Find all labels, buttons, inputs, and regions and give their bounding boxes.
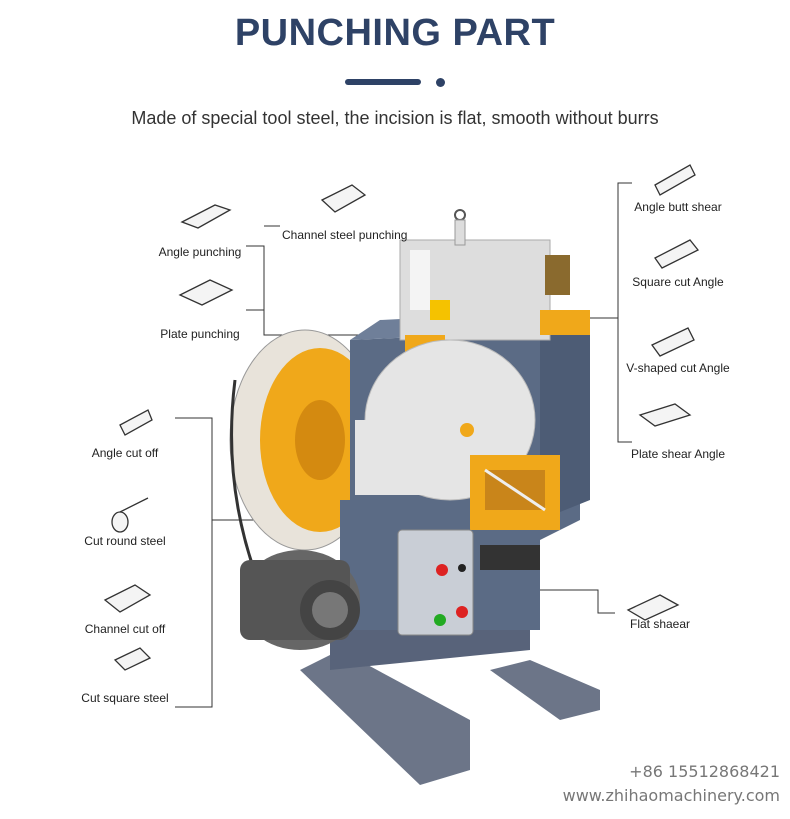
label-cut-square-steel: Cut square steel [81,691,169,705]
shear-blade [470,455,560,570]
label-angle-cut-off: Angle cut off [91,446,159,460]
label-square-cut-angle: Square cut Angle [632,275,724,289]
label-v-shaped-cut-angle: V-shaped cut Angle [626,361,730,375]
page-subtitle: Made of special tool steel, the incision… [131,108,659,128]
motor [240,550,360,650]
label-flat-shear: Flat shaear [629,617,691,631]
label-plate-shear-angle: Plate shear Angle [630,447,726,461]
label-cut-round-steel: Cut round steel [84,534,166,548]
angle-butt-shear-icon [654,164,696,196]
plate-shear-angle-icon [638,403,692,427]
feature-icons [103,164,700,671]
control-box [397,529,474,636]
cut-square-steel-icon [113,647,152,671]
flat-shear-icon [626,594,680,621]
angle-punching-icon [180,204,232,229]
square-cut-angle-icon [654,239,700,269]
channel-cut-off-icon [103,584,152,613]
cut-round-steel-icon [111,511,129,533]
punching-head [399,209,590,355]
label-angle-butt-shear: Angle butt shear [634,200,722,214]
label-angle-punching: Angle punching [158,245,242,259]
label-channel-steel-punching: Channel steel punching [282,228,408,242]
label-plate-punching: Plate punching [160,327,240,341]
plate-punching-icon [178,279,234,306]
title-dot [436,78,445,87]
watermark-phone: +86 15512868421 [629,762,780,781]
channel-steel-punching-icon [320,184,367,213]
label-channel-cut-off: Channel cut off [84,622,166,636]
title-underline [345,79,421,85]
watermark-website: www.zhihaomachinery.com [562,786,780,805]
angle-cut-off-icon [119,409,153,436]
v-shaped-cut-angle-icon [651,327,695,357]
page-title: PUNCHING PART [234,12,556,54]
